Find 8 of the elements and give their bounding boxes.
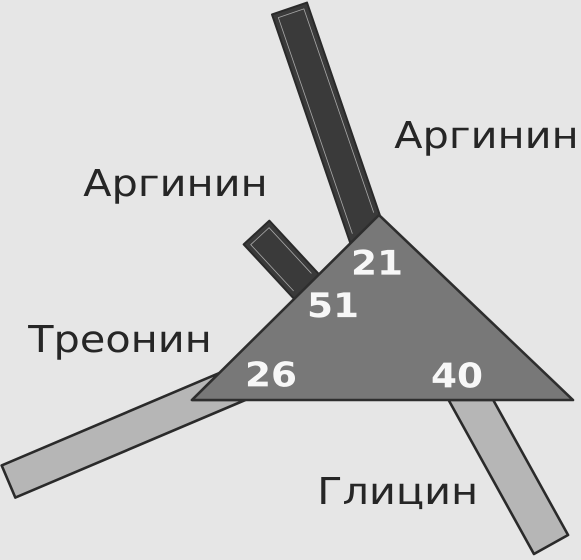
- bar-label: Треонин: [28, 325, 208, 360]
- bar-label: Аргинин: [394, 121, 575, 156]
- number-label: 21: [354, 249, 400, 275]
- number-label: 51: [310, 292, 356, 318]
- bar-label: Глицин: [321, 477, 474, 510]
- number-label: 26: [248, 361, 296, 387]
- number-label: 40: [432, 362, 482, 388]
- bar-label: Аргинин: [84, 169, 264, 204]
